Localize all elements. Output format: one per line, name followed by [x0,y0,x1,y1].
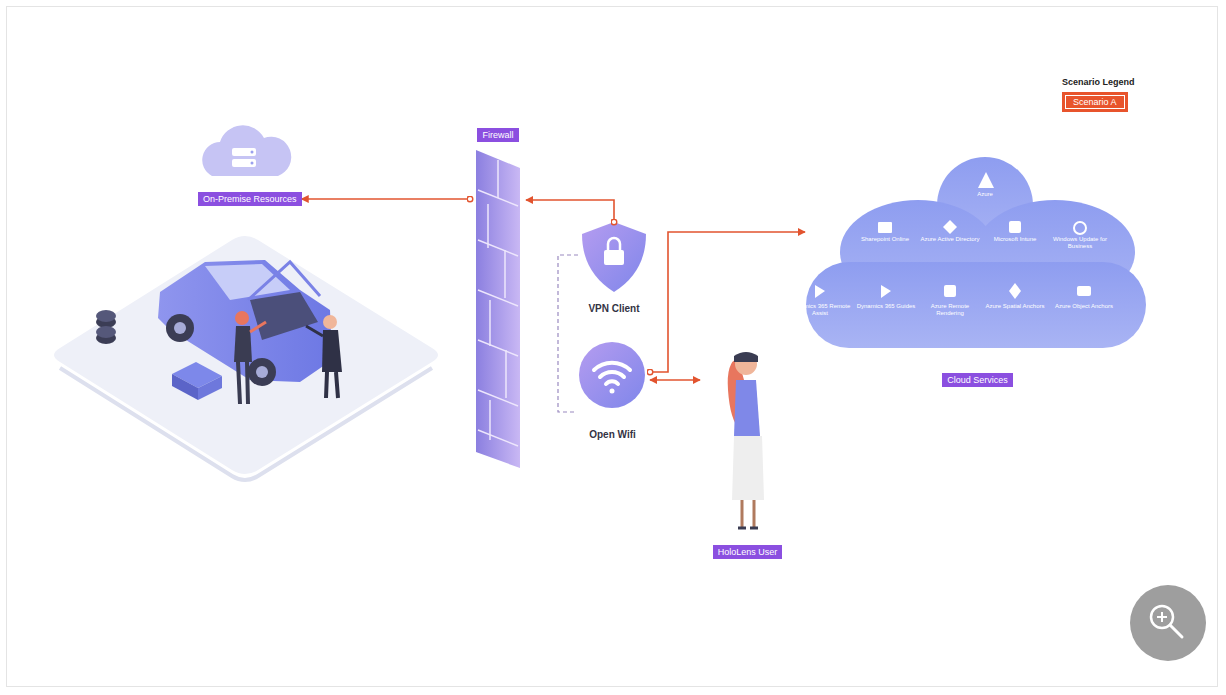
service-label: Azure [953,191,1017,198]
network-node: Firewall [470,128,526,468]
node-label: On-Premise Resources [198,192,302,206]
node-label: Cloud Services [942,373,1013,387]
service-label: Dynamics 365 Remote Assist [788,303,852,317]
service-label: Azure Active Directory [918,236,982,243]
node-label: Open Wifi [589,429,636,440]
zoom-button [1130,585,1206,661]
cloud-services-shape [806,157,1146,348]
legend-swatch: Scenario A [1062,92,1128,112]
service-label: Dynamics 365 Guides [854,303,918,310]
hololens-user-figure [728,352,764,528]
node-label: VPN Client [588,303,639,314]
service-label: Sharepoint Online [853,236,917,243]
network-node: VPN Client [578,222,650,314]
network-node: HoloLens User [700,345,795,559]
service-label: Azure Spatial Anchors [983,303,1047,310]
vpn-shield-icon [582,222,646,292]
network-node: Cloud Services [805,155,1150,387]
on-premise-icon [202,125,291,176]
node-label: Firewall [477,128,518,142]
legend-text: Scenario A [1073,97,1117,107]
connector [558,255,578,412]
resource-tag: On-Premise Resources [198,192,302,206]
service-label: Windows Update for Business [1048,236,1112,250]
node-label: HoloLens User [713,545,783,559]
firewall-wall [476,150,520,468]
network-node: Open Wifi [575,340,650,440]
service-label: Azure Remote Rendering [918,303,982,317]
connector [650,379,700,381]
legend-heading: Scenario Legend [1062,77,1135,87]
service-label: Microsoft Intune [983,236,1047,243]
car-service-scene [54,236,438,480]
connector [302,198,470,200]
connector [526,200,614,222]
connector [650,232,805,372]
wifi-icon [579,342,645,408]
service-label: Azure Object Anchors [1052,303,1116,310]
